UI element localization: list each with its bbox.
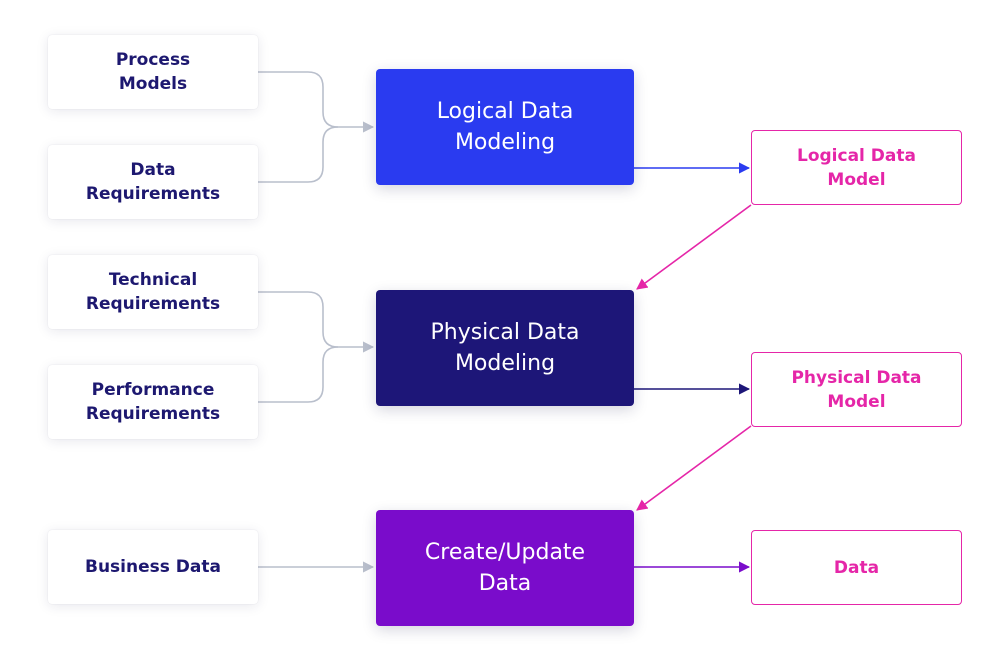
- business-data-box: Business Data: [48, 530, 258, 604]
- physical-data-model-box: Physical Data Model: [751, 352, 962, 427]
- data-requirements-box: Data Requirements: [48, 145, 258, 219]
- connector-data-requirements: [258, 126, 339, 183]
- connector-logical-model-to-physical-modeling: [636, 204, 752, 290]
- business-data-label: Business Data: [85, 557, 221, 577]
- physical-data-model-label: Physical Data Model: [791, 367, 922, 412]
- process-models-label: Process Models: [115, 50, 191, 94]
- data-output-box: Data: [751, 530, 962, 605]
- create-update-data-box: Create/Update Data: [376, 510, 634, 626]
- logical-data-model-label: Logical Data Model: [797, 145, 916, 190]
- physical-data-modeling-label: Physical Data Modeling: [430, 320, 580, 376]
- physical-data-modeling-box: Physical Data Modeling: [376, 290, 634, 406]
- connector-technical-requirements: [258, 291, 375, 353]
- performance-requirements-label: Performance Requirements: [85, 380, 221, 424]
- technical-requirements-label: Technical Requirements: [85, 270, 221, 314]
- data-output-label: Data: [833, 557, 880, 578]
- connector-process-models: [258, 71, 375, 133]
- technical-requirements-box: Technical Requirements: [48, 255, 258, 329]
- connector-physical-model-to-create-update: [636, 425, 752, 511]
- create-update-data-label: Create/Update Data: [424, 540, 586, 596]
- connector-performance-requirements: [258, 346, 339, 403]
- logical-data-model-box: Logical Data Model: [751, 130, 962, 205]
- logical-data-modeling-box: Logical Data Modeling: [376, 69, 634, 185]
- logical-data-modeling-label: Logical Data Modeling: [436, 99, 574, 155]
- performance-requirements-box: Performance Requirements: [48, 365, 258, 439]
- process-models-box: Process Models: [48, 35, 258, 109]
- data-requirements-label: Data Requirements: [85, 160, 221, 204]
